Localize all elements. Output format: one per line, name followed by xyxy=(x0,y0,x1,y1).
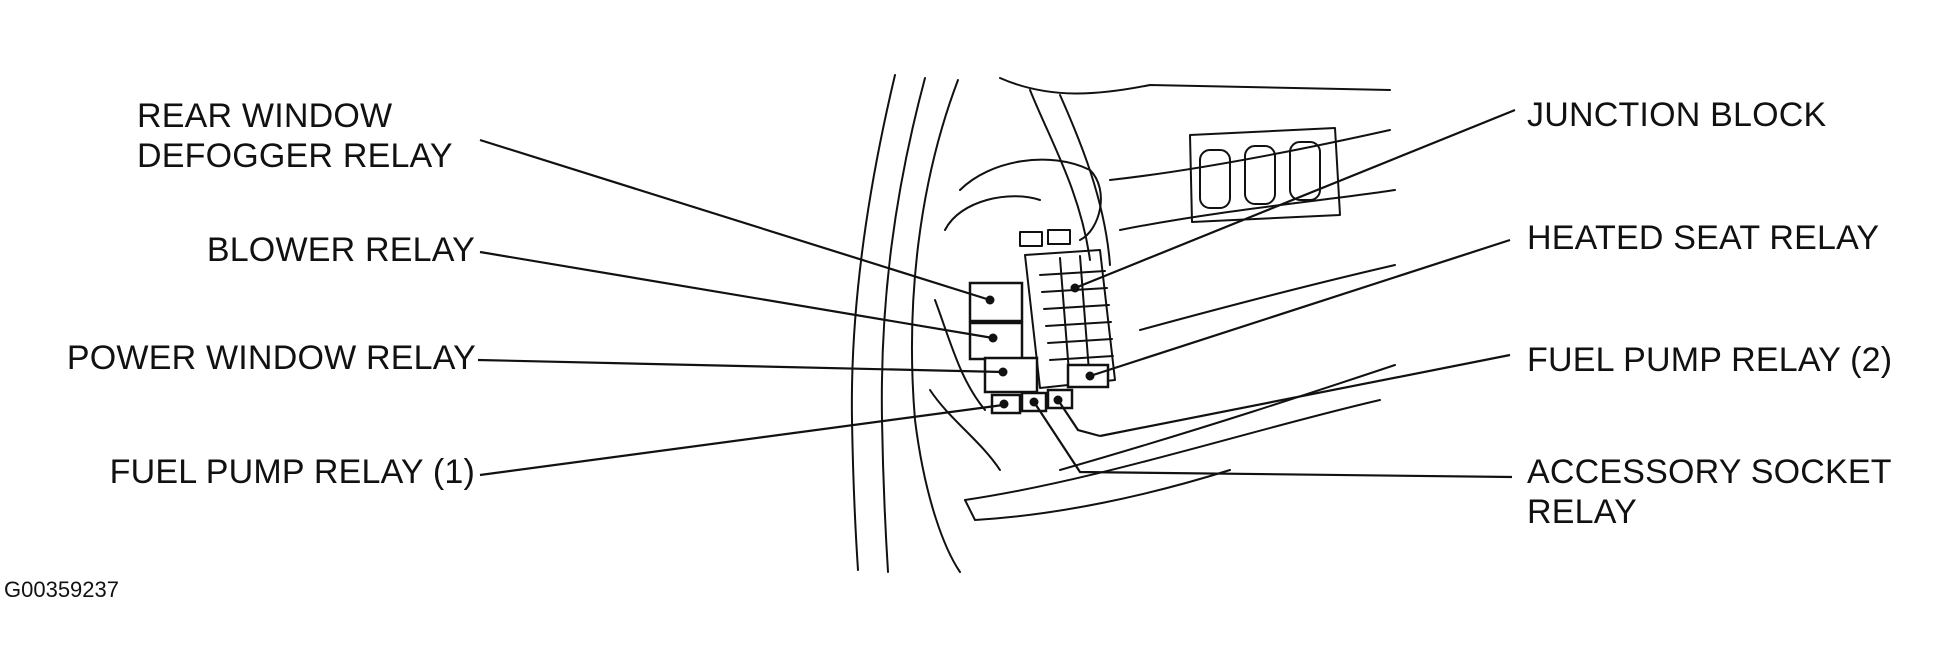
leader-power-window xyxy=(477,358,1004,374)
kick-panel-curve xyxy=(910,79,961,573)
figure-code: G00359237 xyxy=(4,577,119,602)
label-rear-window-line-2: DEFOGGER RELAY xyxy=(137,137,453,175)
harness-loop-1 xyxy=(959,158,1102,241)
dot-fuel-pump-2 xyxy=(1053,395,1063,405)
harness-loop-6 xyxy=(929,389,1001,471)
label-accessory-socket-relay: ACCESSORY SOCKET RELAY xyxy=(1527,452,1892,532)
label-fuel-pump-relay-2: FUEL PUMP RELAY (2) xyxy=(1527,341,1893,379)
dash-top xyxy=(999,77,1391,95)
label-fuel-pump-relay-1: FUEL PUMP RELAY (1) xyxy=(109,453,475,491)
harness-loop-3 xyxy=(1029,89,1091,261)
leader-heated-seat xyxy=(1089,238,1511,378)
dot-blower xyxy=(988,333,998,343)
vent-slot-2 xyxy=(1244,145,1276,205)
label-junction-block: JUNCTION BLOCK xyxy=(1527,96,1827,134)
a-pillar-outer xyxy=(850,74,896,571)
label-heated-seat-relay: HEATED SEAT RELAY xyxy=(1527,219,1880,257)
dot-power-window xyxy=(998,367,1008,377)
harness-loop-2 xyxy=(944,195,1041,231)
junction-block-outline xyxy=(1024,249,1116,389)
leader-fuel-pump-2 xyxy=(1099,353,1511,438)
glovebox-edge xyxy=(1139,264,1396,331)
leader-fuel-pump-2-bend xyxy=(1057,399,1101,438)
dot-fuel-pump-1 xyxy=(999,399,1009,409)
label-rear-window-line-1: REAR WINDOW xyxy=(137,97,393,135)
lower-trim-sweep-2 xyxy=(964,399,1381,501)
bottom-lip xyxy=(964,469,1231,521)
leader-accessory-socket xyxy=(1033,401,1513,479)
dot-rear-window-defogger xyxy=(985,295,995,305)
dot-accessory-socket xyxy=(1029,397,1039,407)
vent-slot-1 xyxy=(1199,149,1231,209)
dot-junction-block xyxy=(1070,283,1080,293)
rear-window-defogger-relay-body xyxy=(968,281,1024,323)
label-power-window-relay: POWER WINDOW RELAY xyxy=(66,339,476,377)
label-blower-relay: BLOWER RELAY xyxy=(206,231,475,269)
leader-junction-block xyxy=(1074,108,1516,290)
dash-lower-edge xyxy=(1109,129,1391,181)
power-window-relay-body xyxy=(983,356,1039,394)
harness-loop-4 xyxy=(1059,94,1111,266)
fuse-top-1 xyxy=(1019,231,1043,247)
vent-slot-3 xyxy=(1289,141,1321,201)
harness-loop-5 xyxy=(934,299,986,411)
leader-fuel-pump-1 xyxy=(479,403,1004,477)
label-rear-window-defogger-relay: REAR WINDOW DEFOGGER RELAY xyxy=(137,96,453,176)
a-pillar-inner xyxy=(880,77,926,573)
leader-blower xyxy=(479,250,994,340)
dash-panel-sweep xyxy=(1119,189,1396,231)
leader-rear-window-defogger xyxy=(479,138,991,302)
fuse-top-2 xyxy=(1047,229,1071,245)
vent-surround xyxy=(1189,127,1341,223)
lower-trim-sweep xyxy=(1059,364,1396,471)
dot-heated-seat xyxy=(1085,371,1095,381)
label-accessory-line-1: ACCESSORY SOCKET xyxy=(1527,453,1892,491)
label-accessory-line-2: RELAY xyxy=(1527,493,1637,531)
